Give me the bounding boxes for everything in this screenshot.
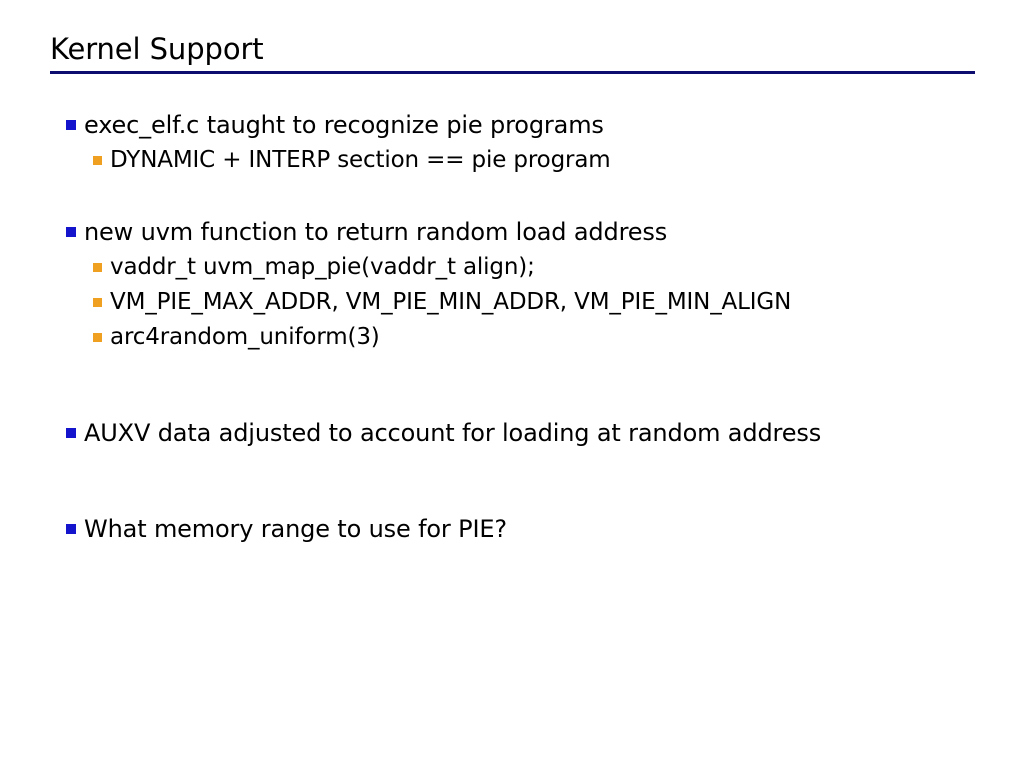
list-item: What memory range to use for PIE? [0,511,1024,547]
list-item: exec_elf.c taught to recognize pie progr… [0,107,1024,143]
list-item-label: VM_PIE_MAX_ADDR, VM_PIE_MIN_ADDR, VM_PIE… [110,289,792,315]
list-gap [0,355,1024,391]
list-gap [0,178,1024,214]
bullet-square-icon [93,263,102,272]
page-title: Kernel Support [50,32,264,66]
list-gap [0,391,1024,415]
list-gap [0,451,1024,487]
list-item: vaddr_t uvm_map_pie(vaddr_t align); [0,250,1024,285]
list-item-label: What memory range to use for PIE? [84,515,507,543]
title-underline-rule [50,71,975,74]
list-item: arc4random_uniform(3) [0,320,1024,355]
bullet-square-icon [66,524,76,534]
list-item-label: new uvm function to return random load a… [84,218,668,246]
bullet-square-icon [66,428,76,438]
bullet-square-icon [93,333,102,342]
bullet-square-icon [93,298,102,307]
list-item-label: vaddr_t uvm_map_pie(vaddr_t align); [110,254,535,280]
bullet-square-icon [93,156,102,165]
list-item: DYNAMIC + INTERP section == pie program [0,143,1024,178]
list-item-label: DYNAMIC + INTERP section == pie program [110,147,611,173]
bullet-square-icon [66,120,76,130]
list-item-label: arc4random_uniform(3) [110,324,380,350]
list-item: AUXV data adjusted to account for loadin… [0,415,1024,451]
bullet-square-icon [66,227,76,237]
list-gap [0,487,1024,511]
list-item: VM_PIE_MAX_ADDR, VM_PIE_MIN_ADDR, VM_PIE… [0,285,1024,320]
slide-body: exec_elf.c taught to recognize pie progr… [0,107,1024,547]
list-item-label: AUXV data adjusted to account for loadin… [84,419,822,447]
list-item: new uvm function to return random load a… [0,214,1024,250]
list-item-label: exec_elf.c taught to recognize pie progr… [84,111,604,139]
